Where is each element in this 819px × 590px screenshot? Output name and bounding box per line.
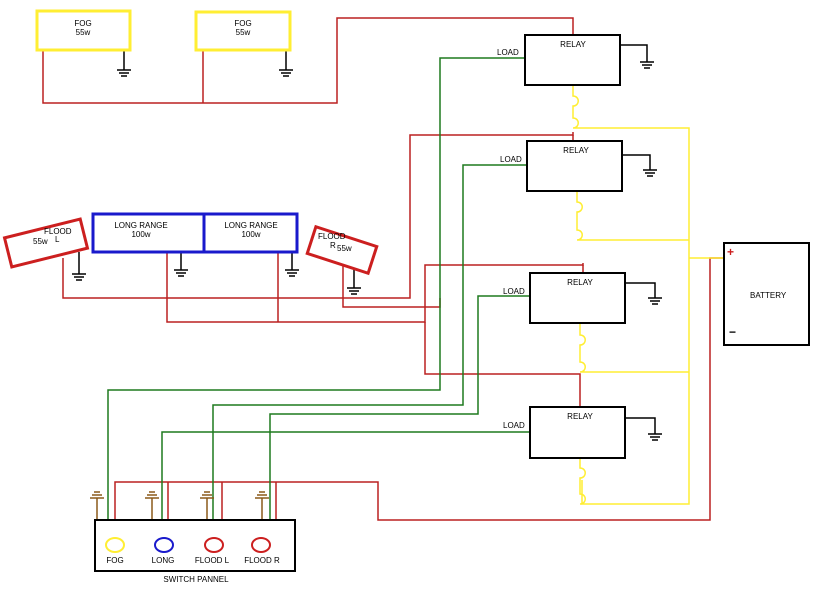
- relay-3-label: RELAY: [567, 278, 593, 287]
- fog-lamp-1-watt: 55w: [75, 28, 91, 37]
- long-range-2-name: LONG RANGE: [224, 221, 278, 230]
- switch-long-indicator: [154, 537, 174, 553]
- relay-2-load: LOAD: [500, 155, 522, 164]
- long-range-lamp-2: [202, 212, 299, 254]
- battery-label: BATTERY: [750, 291, 787, 300]
- relay-1-label: RELAY: [560, 40, 586, 49]
- long-range-1-name: LONG RANGE: [114, 221, 168, 230]
- red-power-wires: [42, 17, 724, 521]
- long-range-lamp-1: [91, 212, 214, 254]
- switch-flood-r-indicator: [251, 537, 271, 553]
- switch-panel: [94, 519, 296, 572]
- relay-2-label: RELAY: [563, 146, 589, 155]
- yellow-feed-wires: [572, 85, 724, 505]
- flood-right-name: FLOOD: [318, 232, 346, 241]
- relay-2: [526, 140, 623, 192]
- relay-4-load: LOAD: [503, 421, 525, 430]
- flood-lamp-right: [305, 224, 379, 276]
- relay-3: [529, 272, 626, 324]
- relay-1: [524, 34, 621, 86]
- switch-flood-l-indicator: [204, 537, 224, 553]
- relay-3-load: LOAD: [503, 287, 525, 296]
- flood-right-watt: 55w: [337, 244, 352, 253]
- fog-lamp-2-name: FOG: [234, 19, 252, 28]
- flood-right-side: R: [330, 241, 336, 250]
- battery-plus-icon: +: [727, 245, 735, 259]
- fog-lamp-2-watt: 55w: [235, 28, 251, 37]
- long-range-1-watt: 100w: [131, 230, 151, 239]
- fog-lamp-1: [35, 9, 132, 52]
- flood-lamp-left: [2, 217, 90, 269]
- fog-lamp-2: [194, 10, 292, 52]
- battery-minus-icon: −: [729, 325, 737, 339]
- switch-flood-l-label: FLOOD L: [194, 556, 230, 565]
- flood-left-name: FLOOD: [44, 227, 72, 236]
- switch-panel-title: SWITCH PANNEL: [163, 575, 229, 584]
- switch-long-label: LONG: [151, 556, 175, 565]
- switch-ground-symbols: [90, 491, 269, 520]
- relay-4-label: RELAY: [567, 412, 593, 421]
- switch-flood-r-label: FLOOD R: [244, 556, 280, 565]
- green-signal-wires: [107, 57, 530, 520]
- battery: [723, 242, 810, 346]
- switch-fog-label: FOG: [106, 556, 124, 565]
- fog-lamp-1-name: FOG: [74, 19, 92, 28]
- relay-4: [529, 406, 626, 459]
- long-range-2-watt: 100w: [241, 230, 261, 239]
- flood-left-watt: 55w: [33, 237, 48, 246]
- switch-fog-indicator: [105, 537, 125, 553]
- flood-left-side: L: [55, 235, 60, 244]
- relay-1-load: LOAD: [497, 48, 519, 57]
- ground-symbols: [72, 44, 662, 441]
